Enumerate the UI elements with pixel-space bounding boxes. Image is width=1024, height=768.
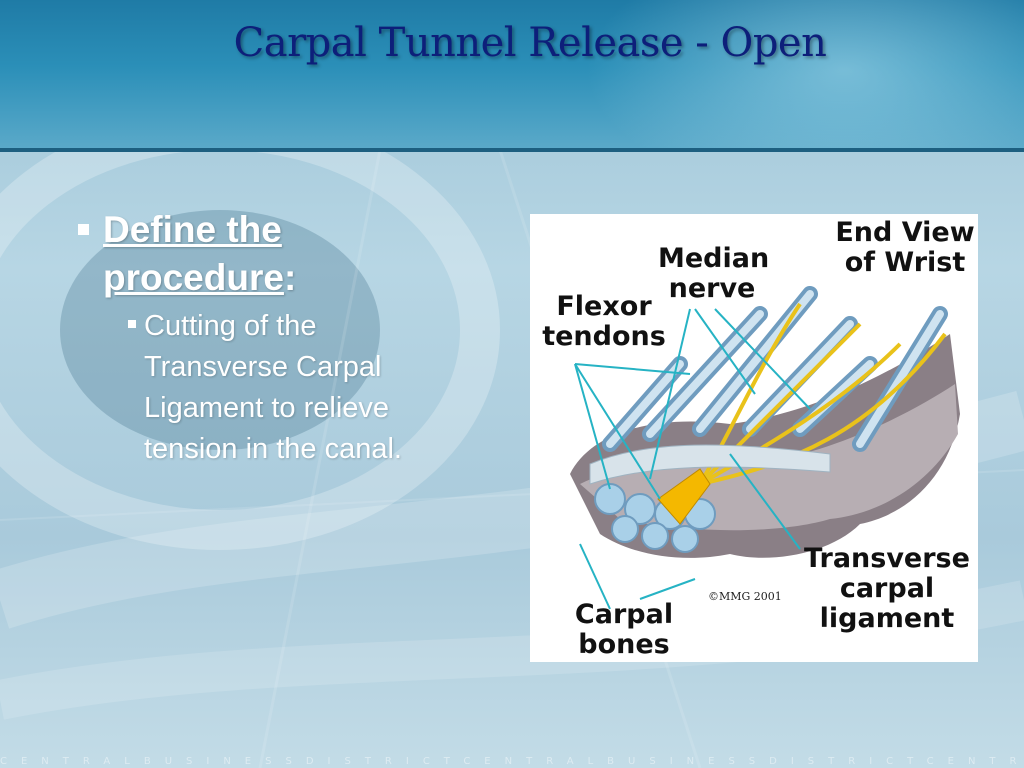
wrist-illustration — [570, 286, 960, 610]
wrist-anatomy-figure: End View of Wrist Median nerve Flexor te… — [530, 214, 978, 662]
slide-body: Define the procedure: Cutting of the Tra… — [70, 206, 470, 470]
title-bar: Carpal Tunnel Release - Open — [0, 0, 1024, 152]
footer-watermark: CENTRALBUSINESSDISTRICTCENTRALBUSINESSDI… — [0, 756, 1024, 767]
bullet-level1: Define the procedure: — [70, 206, 470, 302]
bullet-heading: Define the procedure: — [103, 206, 296, 302]
square-bullet-icon — [78, 224, 89, 235]
copyright-text: ©MMG 2001 — [708, 590, 782, 603]
bullet-heading-line1: Define the — [103, 209, 282, 250]
slide-title: Carpal Tunnel Release - Open — [233, 20, 827, 66]
bullet-colon: : — [283, 257, 297, 298]
sub-bullet-text: Cutting of the Transverse Carpal Ligamen… — [144, 310, 402, 465]
header-glow — [584, 0, 1024, 148]
end-view-label: End View of Wrist — [835, 217, 975, 278]
small-square-bullet-icon — [128, 320, 136, 328]
carpal-bones-label: Carpal bones — [574, 599, 674, 660]
bullet-level2: Cutting of the Transverse Carpal Ligamen… — [128, 306, 470, 470]
median-nerve-label: Median nerve — [658, 243, 770, 304]
transverse-ligament-label: Transverse carpal ligament — [804, 543, 970, 634]
bullet-heading-line2: procedure — [103, 257, 284, 298]
flexor-tendons-label: Flexor tendons — [542, 291, 666, 352]
